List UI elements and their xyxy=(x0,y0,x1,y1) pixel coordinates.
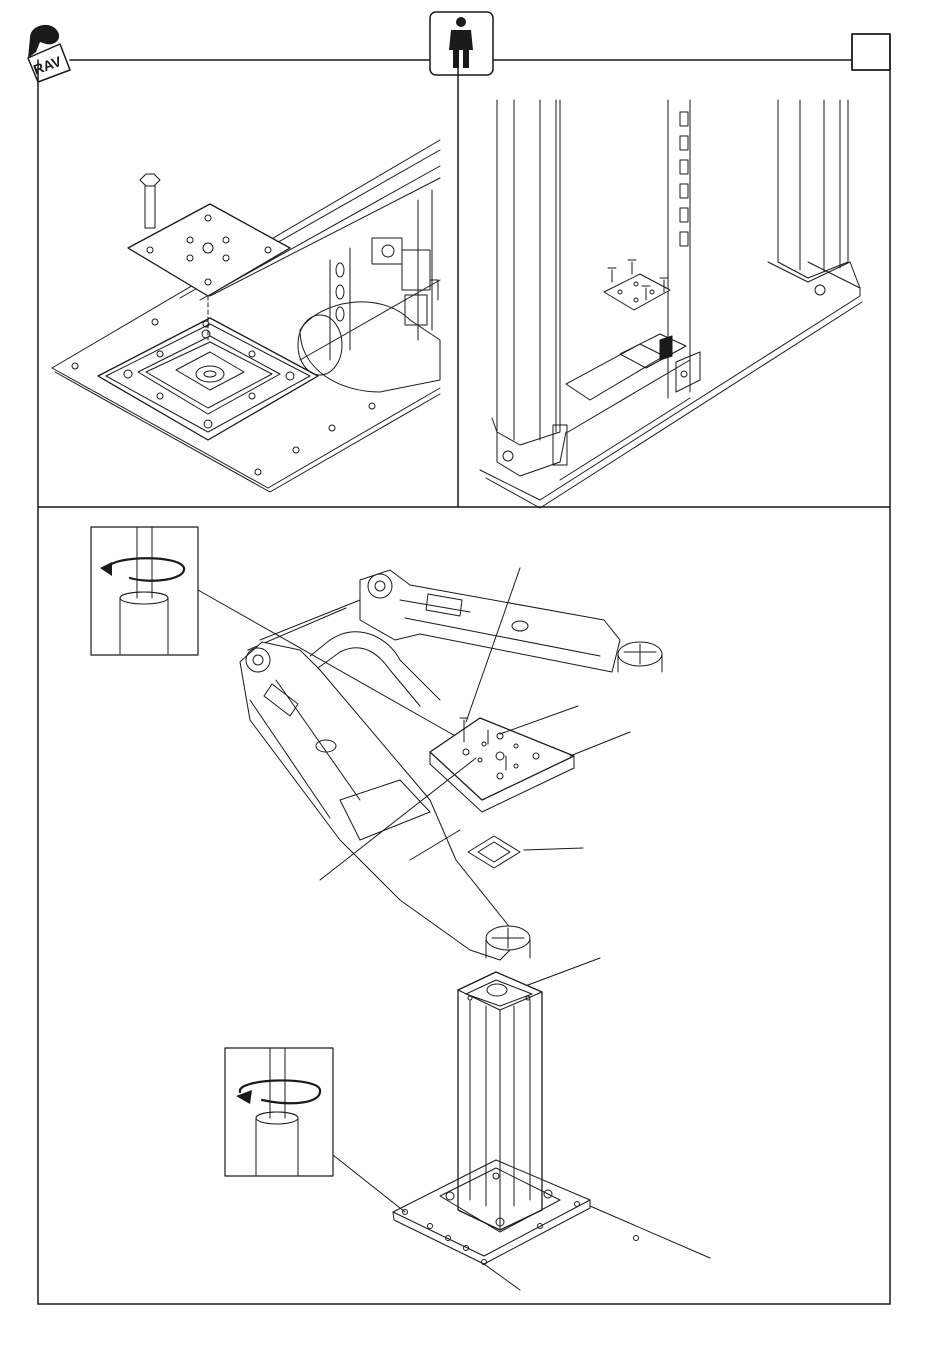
leader-washer xyxy=(500,706,578,734)
detail-inset-upper xyxy=(91,527,198,655)
rotate-clockwise-icon xyxy=(100,558,184,581)
person-operator-icon xyxy=(430,12,493,75)
panel-column-base-plate xyxy=(52,140,440,492)
leader-gasket xyxy=(524,848,583,850)
panel-lift-columns xyxy=(480,100,862,508)
leader-lower-inset xyxy=(333,1155,405,1212)
page-number-box xyxy=(852,34,890,70)
panel-lift-arm-assembly xyxy=(91,527,710,1290)
detail-inset-lower xyxy=(225,1048,333,1176)
rotate-counterclockwise-icon xyxy=(236,1080,320,1104)
leader-plate xyxy=(570,732,630,756)
rav-logo: RAV xyxy=(28,25,70,82)
leader-column-top xyxy=(520,958,600,988)
